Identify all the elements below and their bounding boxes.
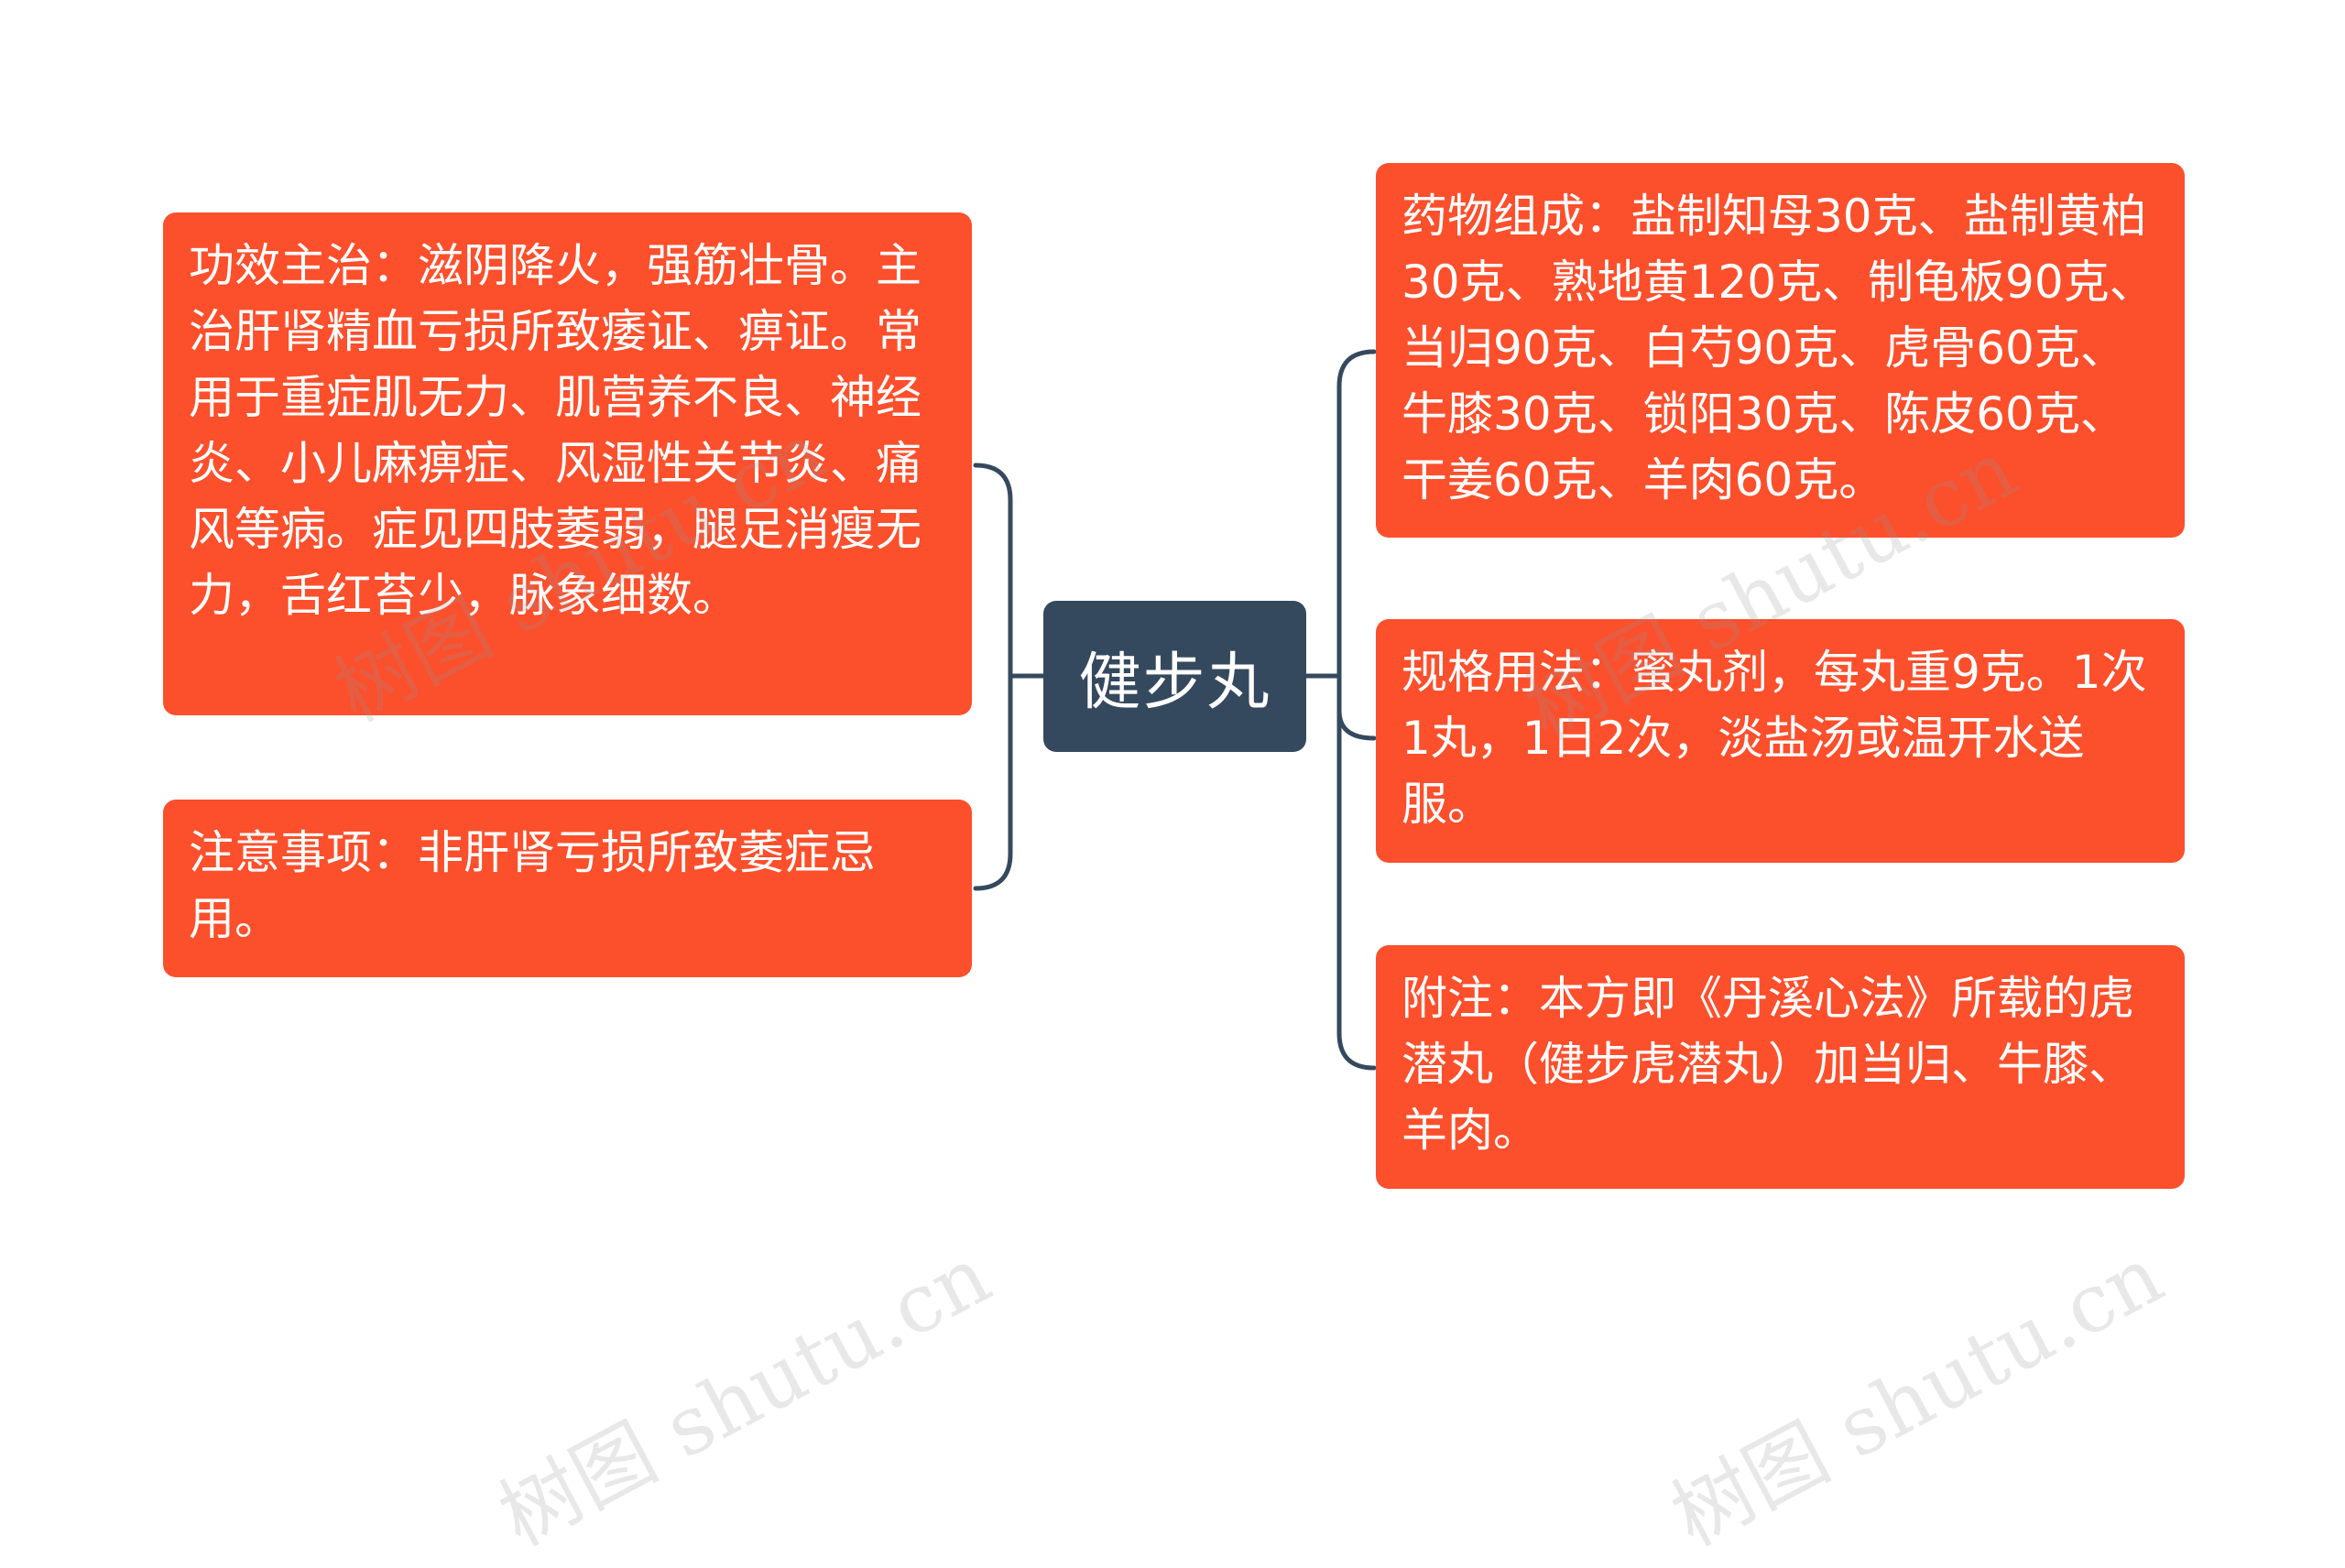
topic-cautions-text: 注意事项：非肝肾亏损所致萎症忌用。 xyxy=(189,826,876,945)
topic-note[interactable]: 附注：本方即《丹溪心法》所载的虎潜丸（健步虎潜丸）加当归、牛膝、羊肉。 xyxy=(1376,945,2185,1189)
central-topic[interactable]: 健步丸 xyxy=(1043,601,1306,752)
topic-usage[interactable]: 规格用法：蜜丸剂，每丸重9克。1次1丸，1日2次，淡盐汤或温开水送服。 xyxy=(1376,619,2185,863)
topic-efficacy[interactable]: 功效主治：滋阴降火，强筋壮骨。主治肝肾精血亏损所致痿证、痹证。常用于重症肌无力、… xyxy=(163,212,972,715)
mind-map-canvas: 功效主治：滋阴降火，强筋壮骨。主治肝肾精血亏损所致痿证、痹证。常用于重症肌无力、… xyxy=(163,163,2185,1564)
topic-usage-text: 规格用法：蜜丸剂，每丸重9克。1次1丸，1日2次，淡盐汤或温开水送服。 xyxy=(1402,646,2147,831)
connector-left-trunk xyxy=(973,463,1013,891)
connector-right-middle xyxy=(1336,708,1377,741)
topic-efficacy-text: 功效主治：滋阴降火，强筋壮骨。主治肝肾精血亏损所致痿证、痹证。常用于重症肌无力、… xyxy=(189,239,922,622)
topic-note-text: 附注：本方即《丹溪心法》所载的虎潜丸（健步虎潜丸）加当归、牛膝、羊肉。 xyxy=(1402,972,2134,1157)
topic-composition[interactable]: 药物组成：盐制知母30克、盐制黄柏30克、熟地黄120克、制龟板90克、当归90… xyxy=(1376,163,2185,538)
topic-cautions[interactable]: 注意事项：非肝肾亏损所致萎症忌用。 xyxy=(163,800,972,977)
connector-lines xyxy=(973,349,1377,1071)
connector-right-trunk xyxy=(1336,349,1377,1071)
topic-composition-text: 药物组成：盐制知母30克、盐制黄柏30克、熟地黄120克、制龟板90克、当归90… xyxy=(1402,190,2155,506)
central-topic-label: 健步丸 xyxy=(1078,647,1271,719)
